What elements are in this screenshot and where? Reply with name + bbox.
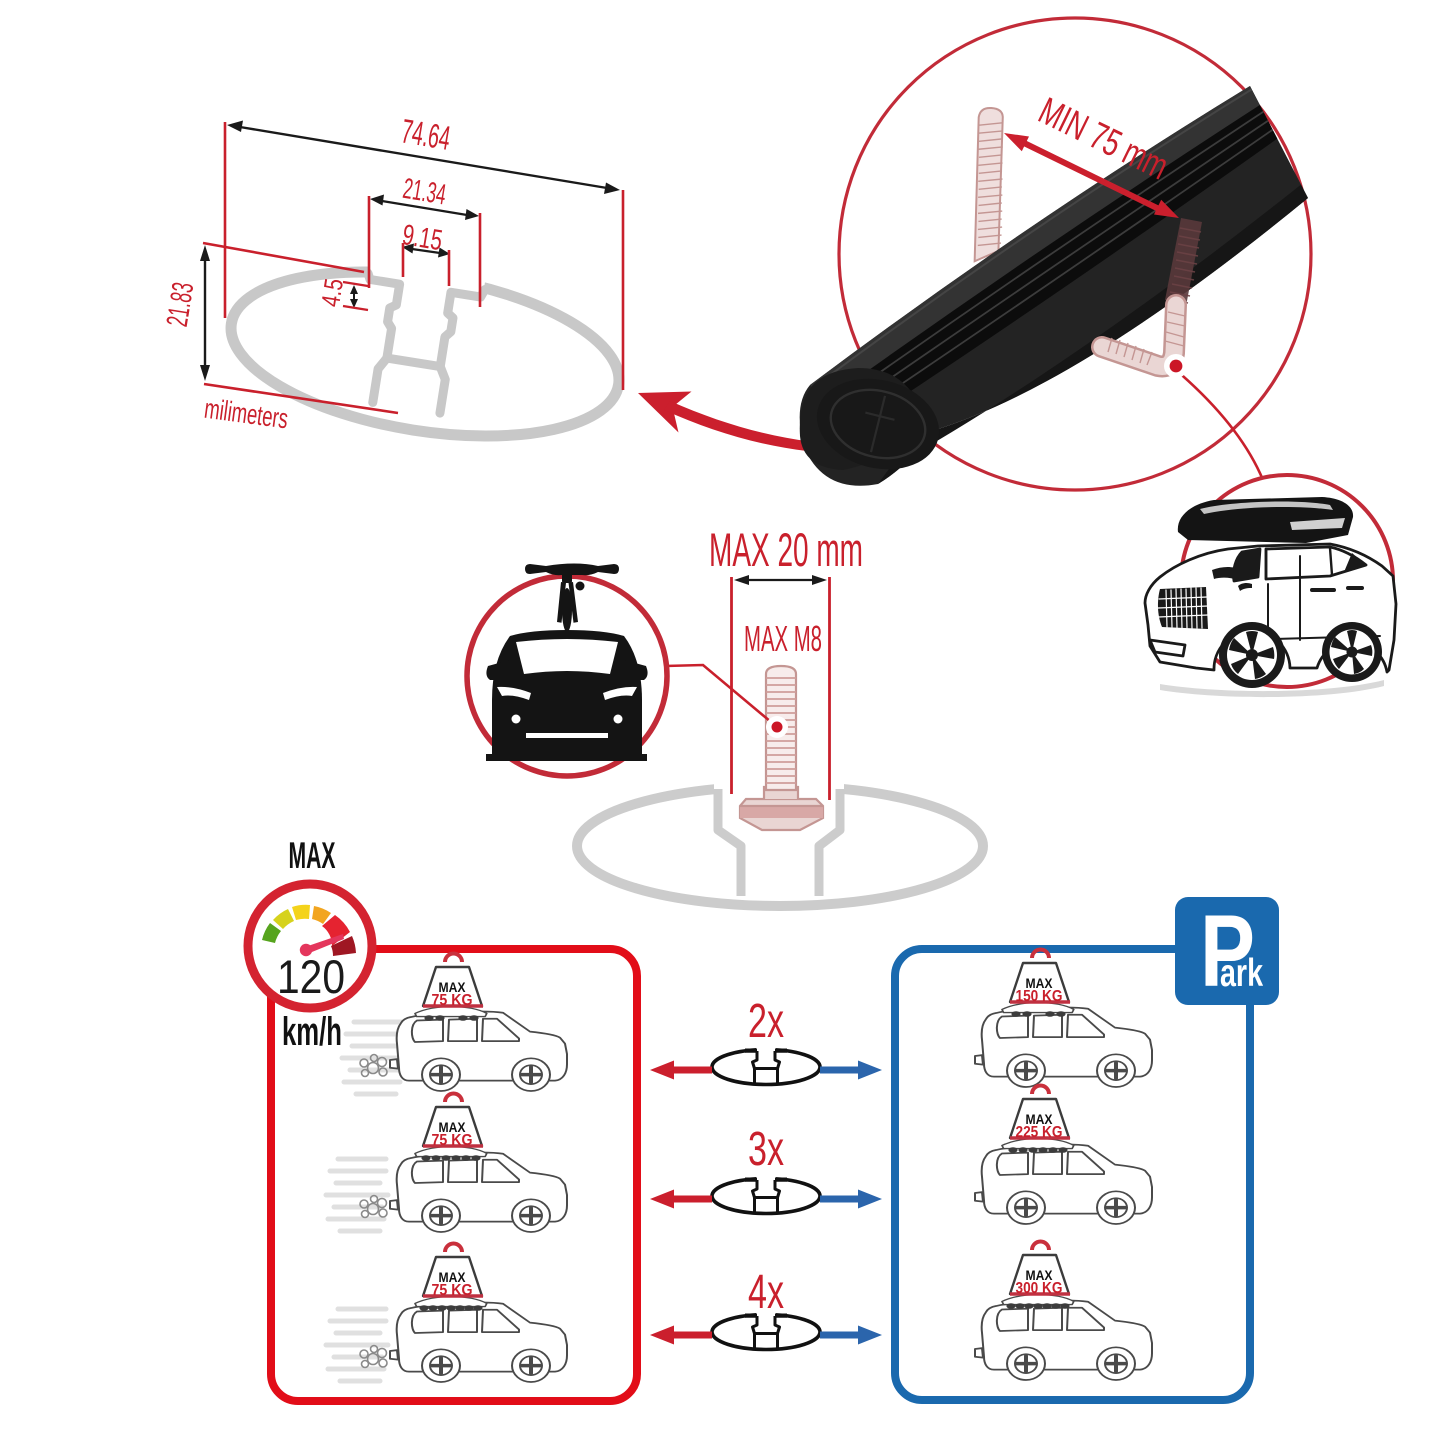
svg-text:225 KG: 225 KG — [1016, 1124, 1063, 1141]
svg-text:4.5: 4.5 — [315, 276, 349, 308]
svg-text:75 KG: 75 KG — [432, 1132, 473, 1149]
svg-text:MAX: MAX — [289, 835, 336, 876]
svg-text:km/h: km/h — [282, 1010, 342, 1054]
svg-text:MAX: MAX — [1026, 975, 1054, 991]
svg-text:75 KG: 75 KG — [432, 1282, 473, 1299]
svg-text:150 KG: 150 KG — [1016, 988, 1063, 1005]
svg-text:74.64: 74.64 — [399, 112, 454, 157]
svg-text:120: 120 — [277, 950, 345, 1003]
svg-text:ark: ark — [1220, 952, 1263, 995]
svg-text:2x: 2x — [748, 995, 784, 1048]
svg-text:MAX: MAX — [1026, 1111, 1054, 1127]
svg-text:300 KG: 300 KG — [1016, 1280, 1063, 1297]
svg-text:P: P — [1200, 894, 1255, 1008]
svg-text:MAX: MAX — [439, 979, 467, 995]
svg-text:3x: 3x — [748, 1123, 784, 1176]
svg-text:21.83: 21.83 — [161, 280, 200, 329]
svg-text:9.15: 9.15 — [400, 219, 445, 257]
svg-text:21.34: 21.34 — [401, 173, 449, 212]
svg-text:MAX: MAX — [439, 1119, 467, 1135]
svg-text:75 KG: 75 KG — [432, 992, 473, 1009]
svg-text:MAX: MAX — [1026, 1267, 1054, 1283]
svg-text:MAX M8: MAX M8 — [744, 618, 822, 659]
svg-text:MAX 20 mm: MAX 20 mm — [709, 523, 863, 576]
svg-text:MAX: MAX — [439, 1269, 467, 1285]
